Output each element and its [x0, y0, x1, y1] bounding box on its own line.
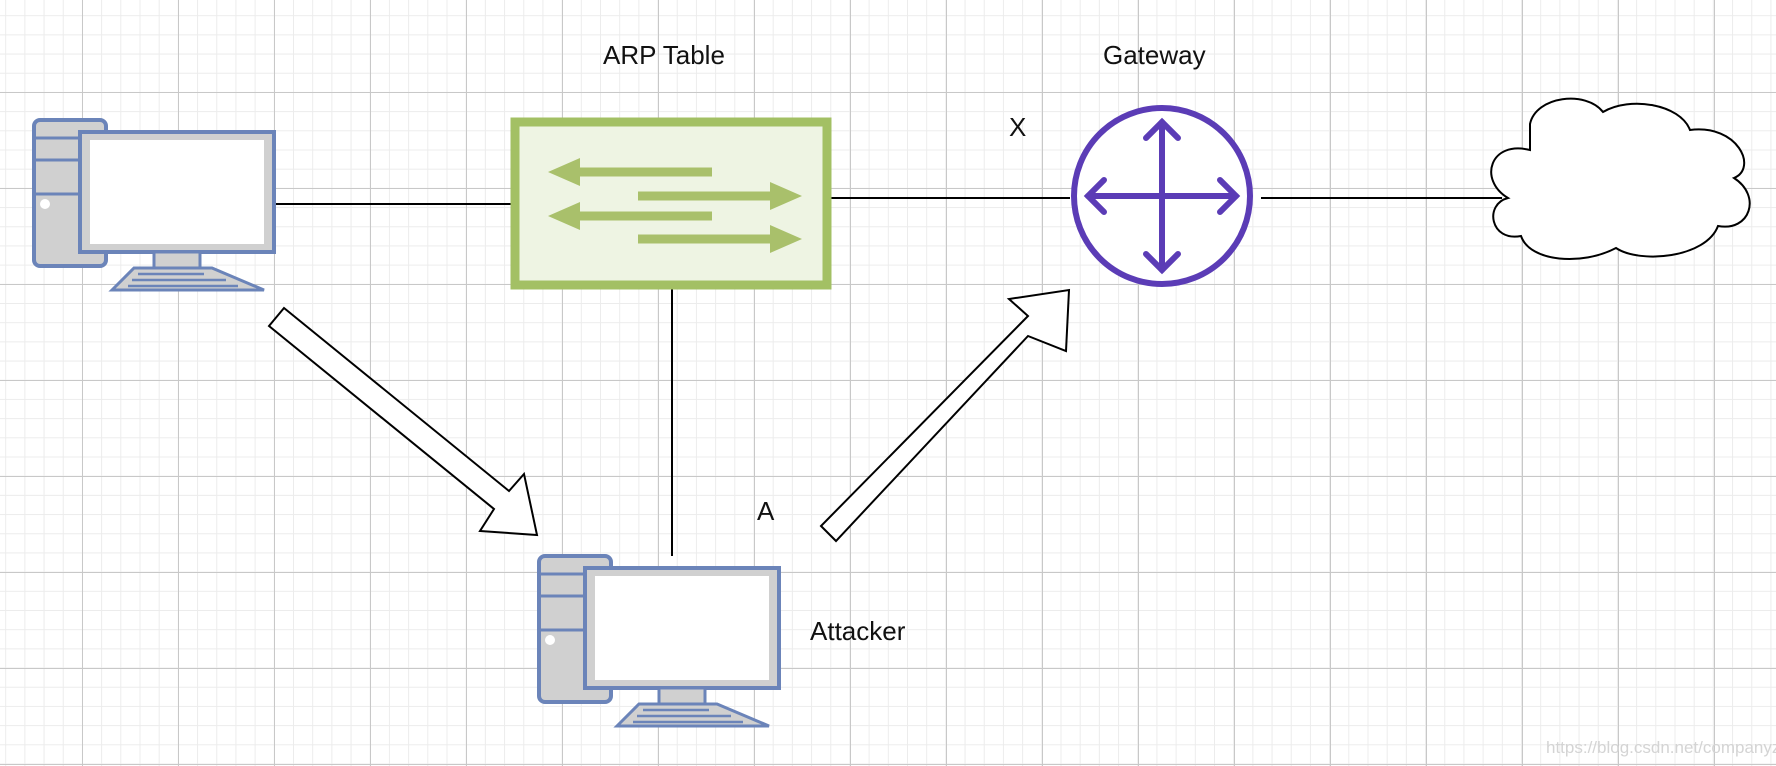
gateway-label: Gateway [1103, 40, 1206, 70]
traffic-arrow-to-attacker [267, 306, 539, 537]
attacker-computer-icon [537, 554, 781, 728]
switch-icon [510, 117, 832, 290]
a-mark-label: A [757, 496, 775, 526]
x-mark-label: X [1009, 112, 1027, 142]
arp-table-label: ARP Table [603, 40, 725, 70]
watermark: https://blog.csdn.net/companyzh [1546, 738, 1776, 757]
computer-icon [32, 118, 276, 292]
router-icon [1071, 105, 1253, 287]
cloud-icon [1490, 97, 1751, 260]
attacker-label: Attacker [810, 616, 906, 646]
traffic-arrow-to-gateway [819, 288, 1071, 543]
